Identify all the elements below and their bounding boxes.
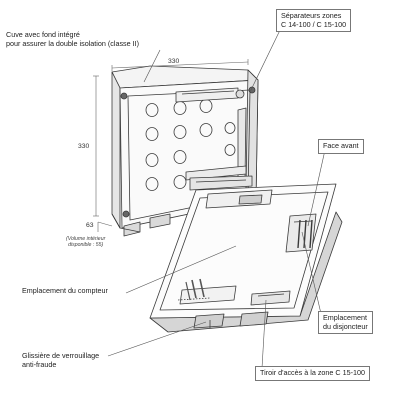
dimension-lines — [93, 59, 249, 232]
dimension-depth: 63 — [86, 222, 94, 229]
front-cover — [149, 175, 343, 333]
label-disjoncteur-line1: Emplacement — [323, 313, 367, 322]
label-tiroir: Tiroir d'accès à la zone C 15-100 — [255, 366, 370, 381]
label-emplacement-compteur-text: Emplacement du compteur — [22, 286, 108, 295]
leader-lines — [107, 25, 326, 369]
label-emplacement-disjoncteur: Emplacement du disjoncteur — [318, 311, 373, 335]
label-tiroir-text: Tiroir d'accès à la zone C 15-100 — [260, 368, 365, 377]
label-cuve-line2: pour assurer la double isolation (classe… — [6, 38, 140, 48]
label-disjoncteur-line2: du disjoncteur — [323, 321, 368, 331]
volume-note: (Volume intérieur disponible : 55) — [66, 236, 105, 249]
volume-note-line1: (Volume intérieur — [66, 236, 106, 242]
label-separateurs: Séparateurs zones C 14-100 / C 15-100 — [276, 9, 352, 33]
label-glissiere: Glissière de verrouillage anti-fraude — [22, 351, 100, 369]
label-emplacement-compteur: Emplacement du compteur — [22, 286, 108, 296]
label-cuve-line1: Cuve avec fond intégré — [6, 30, 80, 39]
volume-note-line2: disponible : 55) — [68, 242, 104, 249]
label-face-avant-text: Face avant — [323, 141, 359, 150]
label-separateurs-line2: C 14-100 / C 15-100 — [281, 19, 347, 29]
label-cuve: Cuve avec fond intégré pour assurer la d… — [6, 30, 140, 48]
label-face-avant: Face avant — [318, 139, 364, 154]
dimension-height: 330 — [78, 143, 90, 150]
label-separateurs-line1: Séparateurs zones — [281, 11, 342, 20]
label-glissiere-line2: anti-fraude — [22, 359, 57, 369]
dimension-width: 330 — [168, 58, 180, 65]
label-glissiere-line1: Glissière de verrouillage — [22, 351, 100, 360]
